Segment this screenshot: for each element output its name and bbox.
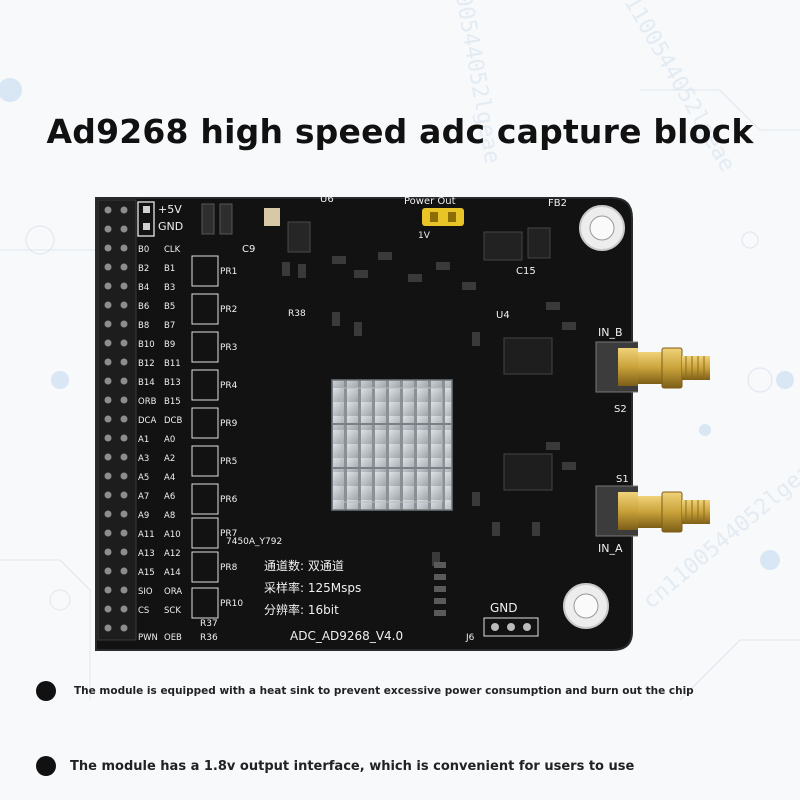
svg-text:A3: A3 (138, 454, 149, 464)
svg-text:1V: 1V (418, 231, 431, 241)
bullet-text: The module has a 1.8v output interface, … (70, 758, 635, 774)
svg-text:A5: A5 (138, 473, 149, 483)
gnd-top-label: GND (158, 220, 183, 233)
svg-text:C9: C9 (242, 244, 255, 255)
svg-text:B9: B9 (164, 340, 175, 350)
svg-text:A13: A13 (138, 549, 155, 559)
bullet-text: The module is equipped with a heat sink … (74, 685, 694, 697)
svg-text:PR2: PR2 (220, 305, 237, 315)
svg-text:B11: B11 (164, 359, 181, 369)
gnd-bottom-label: GND (490, 601, 518, 615)
svg-text:B3: B3 (164, 283, 175, 293)
svg-text:C15: C15 (516, 266, 536, 277)
svg-text:U6: U6 (320, 194, 334, 205)
resolution-spec: 分辨率: 16bit (264, 602, 339, 617)
svg-text:ORA: ORA (164, 587, 182, 597)
svg-text:A10: A10 (164, 530, 181, 540)
svg-text:PR9: PR9 (220, 419, 238, 429)
svg-text:B4: B4 (138, 283, 149, 293)
svg-text:DCA: DCA (138, 416, 156, 426)
in-a-label: IN_A (598, 542, 623, 555)
svg-text:A1: A1 (138, 435, 149, 445)
svg-text:PR5: PR5 (220, 457, 237, 467)
svg-text:A14: A14 (164, 568, 181, 578)
svg-text:FB2: FB2 (548, 198, 567, 209)
plus5v-label: +5V (158, 203, 182, 216)
svg-text:PWN: PWN (138, 633, 158, 643)
svg-text:PR10: PR10 (220, 599, 243, 609)
bullet-dot-icon (36, 681, 56, 701)
board-name: ADC_AD9268_V4.0 (290, 629, 403, 643)
svg-text:J6: J6 (465, 633, 475, 643)
svg-text:A9: A9 (138, 511, 149, 521)
svg-text:A0: A0 (164, 435, 175, 445)
svg-text:B14: B14 (138, 378, 155, 388)
power-out-label: Power Out (404, 196, 456, 207)
svg-text:DCB: DCB (164, 416, 182, 426)
svg-text:B15: B15 (164, 397, 181, 407)
svg-text:PR7: PR7 (220, 529, 237, 539)
svg-text:A15: A15 (138, 568, 155, 578)
svg-text:U4: U4 (496, 310, 510, 321)
page-title: Ad9268 high speed adc capture block (46, 112, 754, 151)
svg-text:PR1: PR1 (220, 267, 237, 277)
svg-text:B2: B2 (138, 264, 149, 274)
sma-connector-a (638, 491, 710, 533)
svg-text:R36: R36 (200, 633, 218, 643)
bullet-item: The module has a 1.8v output interface, … (36, 756, 634, 776)
svg-text:ORB: ORB (138, 397, 157, 407)
svg-text:B10: B10 (138, 340, 155, 350)
bullet-item: The module is equipped with a heat sink … (36, 681, 694, 701)
svg-text:CLK: CLK (164, 245, 181, 255)
svg-text:B6: B6 (138, 302, 149, 312)
svg-text:S1: S1 (616, 474, 629, 485)
in-b-label: IN_B (598, 326, 623, 339)
svg-text:R38: R38 (288, 309, 306, 319)
svg-text:SIO: SIO (138, 587, 153, 597)
bullet-dot-icon (36, 756, 56, 776)
rate-spec: 采样率: 125Msps (264, 580, 361, 595)
svg-text:A12: A12 (164, 549, 181, 559)
svg-text:B1: B1 (164, 264, 175, 274)
chip-marking: 7450A_Y792 (226, 537, 282, 547)
svg-text:A6: A6 (164, 492, 175, 502)
svg-text:CS: CS (138, 606, 149, 616)
svg-text:A8: A8 (164, 511, 175, 521)
channel-spec: 通道数: 双通道 (264, 558, 344, 573)
svg-text:A11: A11 (138, 530, 155, 540)
svg-text:PR8: PR8 (220, 563, 238, 573)
svg-text:R37: R37 (200, 619, 218, 629)
svg-text:A7: A7 (138, 492, 149, 502)
svg-text:B13: B13 (164, 378, 181, 388)
svg-text:S2: S2 (614, 404, 627, 415)
svg-text:PR6: PR6 (220, 495, 238, 505)
svg-text:B7: B7 (164, 321, 175, 331)
svg-text:B12: B12 (138, 359, 155, 369)
svg-text:A4: A4 (164, 473, 175, 483)
svg-text:B5: B5 (164, 302, 175, 312)
svg-text:PR4: PR4 (220, 381, 238, 391)
svg-text:B8: B8 (138, 321, 149, 331)
svg-text:A2: A2 (164, 454, 175, 464)
svg-text:SCK: SCK (164, 606, 181, 616)
svg-text:B0: B0 (138, 245, 149, 255)
sma-connector-b (638, 347, 710, 389)
svg-text:OEB: OEB (164, 633, 182, 643)
svg-text:PR3: PR3 (220, 343, 237, 353)
